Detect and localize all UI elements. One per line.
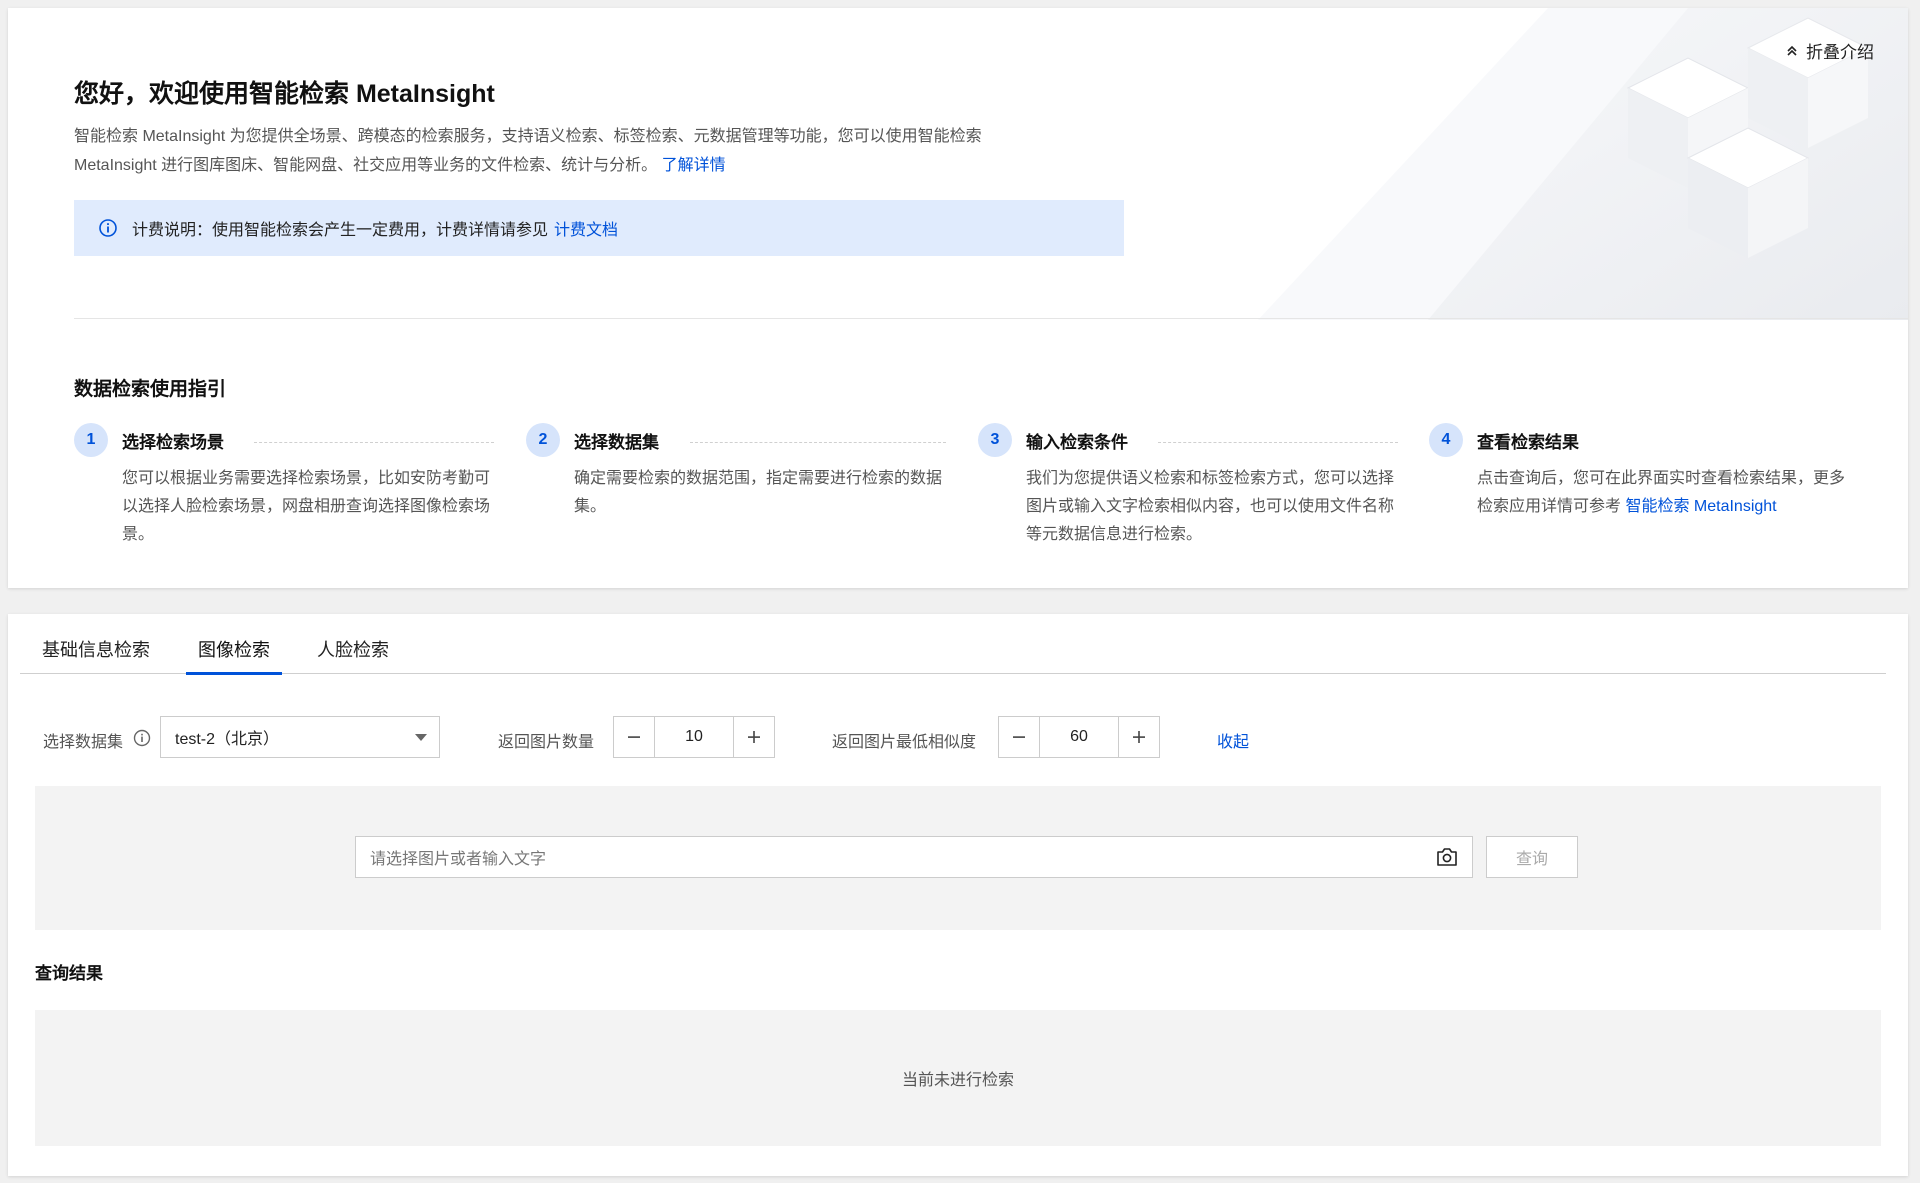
query-input-placeholder: 请选择图片或者输入文字 [370,851,547,868]
query-panel: 请选择图片或者输入文字 查询 [35,786,1881,930]
results-panel: 当前未进行检索 [35,1010,1881,1146]
count-value[interactable]: 10 [654,717,734,757]
step-connector [254,442,494,443]
step-title: 选择检索场景 [122,433,224,452]
step-title: 选择数据集 [574,433,659,452]
dataset-select[interactable]: test-2（北京） [160,716,440,758]
search-card: 基础信息检索 图像检索 人脸检索 选择数据集 test-2（北京） 返回图片数量… [8,614,1908,1176]
dataset-select-value: test-2（北京） [175,731,280,748]
count-stepper: 10 [613,716,775,758]
dataset-label: 选择数据集 [43,734,124,751]
step-number-badge: 2 [526,423,560,457]
step-number-badge: 4 [1429,423,1463,457]
step-description: 点击查询后，您可在此界面实时查看检索结果，更多检索应用详情可参考 智能检索 Me… [1477,465,1849,521]
intro-card: 折叠介绍 您好，欢迎使用智能检索 MetaInsight 智能检索 MetaIn… [8,8,1908,588]
page-title: 您好，欢迎使用智能检索 MetaInsight [74,80,495,108]
step-description: 您可以根据业务需要选择检索场景，比如安防考勤可以选择人脸检索场景，网盘相册查询选… [122,470,491,543]
step-title: 输入检索条件 [1026,433,1128,452]
step-connector [1158,442,1398,443]
similarity-label: 返回图片最低相似度 [832,734,977,751]
search-options-row: 选择数据集 test-2（北京） 返回图片数量 10 返回图片最低相似度 60 [35,716,1895,760]
step-number-badge: 3 [978,423,1012,457]
step-title: 查看检索结果 [1477,433,1579,452]
similarity-value[interactable]: 60 [1039,717,1119,757]
empty-results-text: 当前未进行检索 [901,1072,1014,1089]
step-description: 我们为您提供语义检索和标签检索方式，您可以选择图片或输入文字检索相似内容，也可以… [1026,470,1395,543]
intro-description: 智能检索 MetaInsight 为您提供全场景、跨模态的检索服务，支持语义检索… [74,122,1054,180]
tab-face-search[interactable]: 人脸检索 [317,640,389,660]
plus-icon [1133,731,1145,743]
collapse-options-link[interactable]: 收起 [1217,734,1250,751]
step-description: 确定需要检索的数据范围，指定需要进行检索的数据集。 [574,470,943,515]
info-icon [99,219,117,237]
caret-down-icon [415,734,427,741]
similarity-stepper: 60 [998,716,1160,758]
collapse-intro-button[interactable]: 折叠介绍 [1786,38,1874,63]
step-description-text: 点击查询后，您可在此界面实时查看检索结果，更多检索应用详情可参考 [1477,470,1846,515]
count-label: 返回图片数量 [498,734,595,751]
divider [74,318,1908,319]
intro-description-text: 智能检索 MetaInsight 为您提供全场景、跨模态的检索服务，支持语义检索… [74,128,982,174]
step-number-badge: 1 [74,423,108,457]
collapse-intro-label: 折叠介绍 [1806,43,1874,62]
help-info-icon[interactable] [133,729,151,747]
query-input[interactable]: 请选择图片或者输入文字 [355,836,1473,878]
results-title: 查询结果 [35,964,103,983]
double-chevron-up-icon [1787,45,1797,56]
tab-basic-info-search[interactable]: 基础信息检索 [42,640,150,660]
billing-notice-text: 计费说明：使用智能检索会产生一定费用，计费详情请参见 [132,222,549,239]
similarity-decrement-button[interactable] [999,717,1039,757]
count-increment-button[interactable] [734,717,774,757]
similarity-increment-button[interactable] [1119,717,1159,757]
count-decrement-button[interactable] [614,717,654,757]
billing-notice: 计费说明：使用智能检索会产生一定费用，计费详情请参见 计费文档 [74,200,1124,256]
camera-icon[interactable] [1436,847,1458,867]
learn-more-link[interactable]: 了解详情 [661,157,726,174]
guide-title: 数据检索使用指引 [74,379,227,400]
plus-icon [748,731,760,743]
step-connector [690,442,946,443]
billing-doc-link[interactable]: 计费文档 [554,222,619,239]
metainsight-link[interactable]: 智能检索 MetaInsight [1625,498,1777,515]
query-button[interactable]: 查询 [1486,836,1578,878]
minus-icon [628,736,640,738]
tab-bar: 基础信息检索 图像检索 人脸检索 [20,614,1886,675]
tab-image-search[interactable]: 图像检索 [186,636,282,675]
decorative-cubes-illustration [1258,8,1908,320]
minus-icon [1013,736,1025,738]
